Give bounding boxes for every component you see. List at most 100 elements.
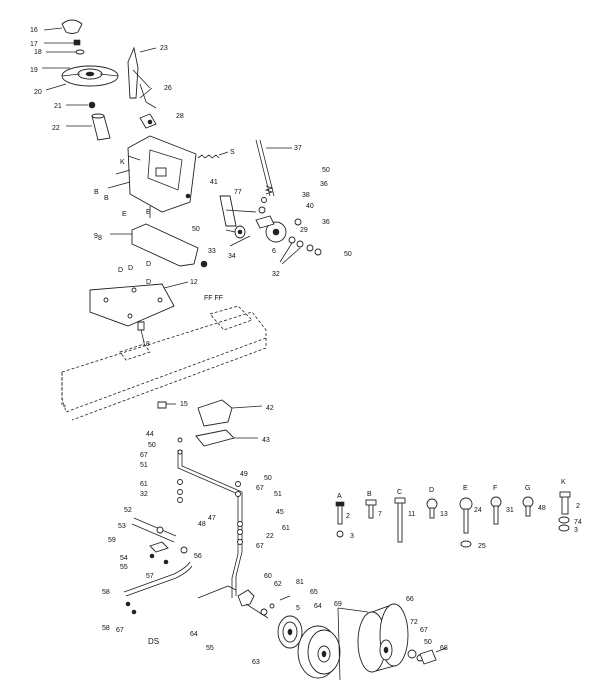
callout-c17: 17 [30,41,38,48]
hw-letter-B: B [367,491,372,498]
callout-c6: 6 [272,248,276,255]
callout-c51b: 51 [274,491,282,498]
callout-c8: 8 [98,235,102,242]
pulley-50b [225,225,246,239]
callout-c22: 22 [52,125,60,132]
bolt-33 [229,235,251,247]
pulley-63 [277,615,303,649]
callout-c66: 66 [406,596,414,603]
pulley-69 [297,625,341,679]
hw-sub-E: 25 [478,543,486,550]
callout-c50f: 50 [424,639,432,646]
callout-c33: 33 [208,248,216,255]
callout-c52: 52 [124,507,132,514]
dash-panel [107,135,197,213]
hw-num-C: 11 [408,511,415,518]
callout-c67a: 67 [140,452,148,459]
gear-assembly-29 [255,197,287,243]
hw-E [459,497,473,548]
callout-c77: 77 [234,189,242,196]
bolt-17 [44,39,81,46]
hw-D [426,498,438,519]
callout-c69: 69 [334,601,342,608]
hw-letter-D: D [429,487,434,494]
callout-c16a: 16 [30,27,38,34]
callout-c59: 59 [108,537,116,544]
hw-G [522,496,534,517]
callout-c50d: 50 [148,442,156,449]
callout-c36b: 36 [322,219,330,226]
callout-c37: 37 [294,145,302,152]
callout-c18a: 18 [34,49,42,56]
callout-c41: 41 [210,179,218,186]
callout-cB1: B [94,189,99,196]
plate-12 [89,281,189,327]
clutch-arm-60 [237,589,291,619]
hw-K [558,491,571,532]
callout-c38: 38 [302,192,310,199]
hw-C [394,497,406,543]
callout-c62: 62 [274,581,282,588]
hw-letter-A: A [337,493,342,500]
callout-c64a: 64 [314,603,322,610]
bracket-28 [139,113,157,129]
callout-c32a: 32 [272,271,280,278]
callout-c67b: 67 [256,485,264,492]
hub-68 [407,647,447,665]
callout-c64b: 64 [190,631,198,638]
clip-15 [157,401,176,409]
callout-c15: 15 [180,401,188,408]
callout-cS: S [230,149,235,156]
hw-letter-K: K [561,479,566,486]
washer-36b [294,218,302,226]
callout-cB2: B [104,195,109,202]
callout-c63: 63 [252,659,260,666]
callout-c44: 44 [146,431,154,438]
callout-c43: 43 [262,437,270,444]
callout-cD4: D [146,279,151,286]
callout-c45: 45 [276,509,284,516]
callout-c72: 72 [410,619,418,626]
callout-cE1: E [122,211,127,218]
callout-c53: 53 [118,523,126,530]
callout-c29: 29 [300,227,308,234]
callout-c34: 34 [228,253,236,260]
steering-cap-16 [43,19,83,34]
nut-21 [66,101,96,109]
callout-c50c: 50 [344,251,352,258]
bracket-43 [195,429,258,447]
lever-rod-45 [177,437,243,598]
spring-77 [264,185,274,195]
callout-c50e: 50 [264,475,272,482]
callout-c57: 57 [146,573,154,580]
fitting-18b [137,321,145,343]
steering-column-23 [127,46,157,109]
callout-c65: 65 [310,589,318,596]
hw-sub-K-k3: 3 [574,527,578,534]
callout-c68: 68 [440,645,448,652]
callout-c50a: 50 [322,167,330,174]
callout-c22b: 22 [266,533,274,540]
hw-letter-E: E [463,485,468,492]
callout-c23: 23 [160,45,168,52]
shift-linkage-52 [131,517,188,565]
callout-c26: 26 [164,85,172,92]
callout-c50b: 50 [192,226,200,233]
callout-c47: 47 [208,515,216,522]
callout-c9: 9 [94,233,98,240]
callout-cDS: DS [148,637,159,646]
lever-53 [197,585,237,599]
callout-c49: 49 [240,471,248,478]
callout-c18b: 18 [142,341,150,348]
hw-num-A: 2 [346,513,350,520]
hw-letter-C: C [397,489,402,496]
callout-c28: 28 [176,113,184,120]
hw-num-K: 2 [576,503,580,510]
hw-A [335,501,345,538]
washer-set-32 [279,236,322,265]
callout-c40: 40 [306,203,314,210]
bracket-9 [110,206,208,268]
